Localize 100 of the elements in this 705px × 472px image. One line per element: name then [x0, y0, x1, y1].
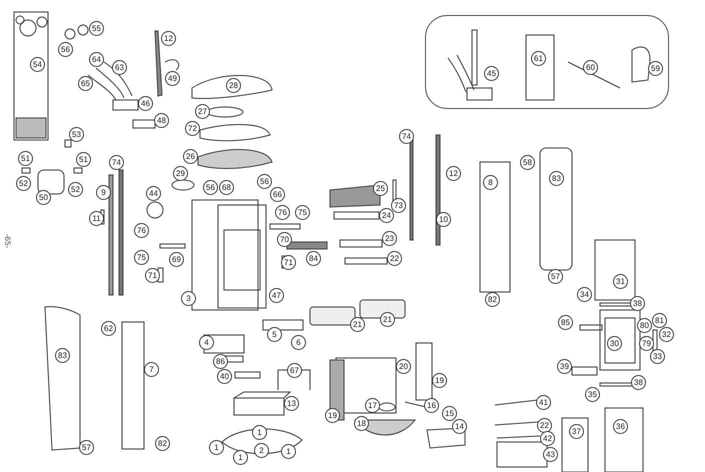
callout-number: 82	[485, 292, 500, 307]
callout-number: 72	[185, 121, 200, 136]
callout-number: 1	[281, 444, 296, 459]
callout-number: 86	[213, 354, 228, 369]
callout-number: 48	[154, 113, 169, 128]
callout-number: 73	[391, 198, 406, 213]
callout-number: 83	[549, 171, 564, 186]
callout-number: 2	[254, 443, 269, 458]
callout-number: 55	[89, 21, 104, 36]
callout-number: 18	[354, 416, 369, 431]
callout-number: 68	[219, 180, 234, 195]
callout-number: 60	[583, 60, 598, 75]
callout-number: 12	[161, 31, 176, 46]
callout-number: 40	[217, 369, 232, 384]
callout-number: 37	[569, 424, 584, 439]
callout-number: 4	[199, 335, 214, 350]
callout-number: 56	[58, 42, 73, 57]
callout-number: 3	[181, 291, 196, 306]
callout-number: 85	[558, 315, 573, 330]
callout-number: 33	[650, 349, 665, 364]
page-number: -65-	[2, 234, 14, 248]
callout-number: 21	[380, 312, 395, 327]
callout-number: 25	[373, 181, 388, 196]
callout-number: 20	[396, 359, 411, 374]
callout-number: 10	[436, 212, 451, 227]
callout-number: 53	[69, 127, 84, 142]
callout-number: 81	[652, 313, 667, 328]
callout-number: 6	[291, 335, 306, 350]
callout-number: 74	[399, 129, 414, 144]
callout-number: 70	[277, 232, 292, 247]
callout-number: 28	[226, 78, 241, 93]
callout-number: 57	[548, 269, 563, 284]
callout-number: 84	[306, 251, 321, 266]
callout-number: 41	[536, 395, 551, 410]
callout-number: 82	[155, 436, 170, 451]
callout-number: 17	[365, 398, 380, 413]
callout-number: 57	[79, 440, 94, 455]
callout-number: 8	[483, 175, 498, 190]
callout-number: 13	[284, 396, 299, 411]
callout-number: 34	[577, 287, 592, 302]
callout-number: 69	[169, 252, 184, 267]
callout-number: 49	[165, 71, 180, 86]
callout-number: 32	[659, 327, 674, 342]
callout-number: 31	[613, 274, 628, 289]
callout-number: 80	[637, 318, 652, 333]
callout-number: 58	[520, 155, 535, 170]
callout-number: 67	[287, 363, 302, 378]
callout-number: 51	[76, 152, 91, 167]
callout-number: 22	[387, 251, 402, 266]
callout-number: 42	[540, 431, 555, 446]
callout-number: 19	[325, 408, 340, 423]
callout-number: 75	[295, 205, 310, 220]
callout-number: 83	[55, 348, 70, 363]
callout-number: 11	[89, 211, 104, 226]
callout-number: 76	[275, 205, 290, 220]
callout-number: 9	[96, 185, 111, 200]
callout-number: 27	[195, 104, 210, 119]
callout-number: 1	[209, 440, 224, 455]
callout-number: 21	[350, 317, 365, 332]
accessory-panel	[425, 15, 669, 109]
callout-number: 24	[379, 208, 394, 223]
callout-number: 39	[557, 359, 572, 374]
callout-number: 56	[257, 174, 272, 189]
callout-number: 45	[484, 66, 499, 81]
callout-number: 1	[252, 425, 267, 440]
callout-number: 76	[134, 223, 149, 238]
callout-number: 79	[639, 336, 654, 351]
callout-number: 51	[18, 151, 33, 166]
callout-number: 14	[452, 419, 467, 434]
callout-number: 15	[442, 406, 457, 421]
callout-number: 23	[382, 231, 397, 246]
callout-number: 75	[134, 250, 149, 265]
callout-number: 16	[424, 398, 439, 413]
callout-number: 71	[145, 268, 160, 283]
callout-number: 59	[648, 61, 663, 76]
callout-number: 50	[36, 190, 51, 205]
callout-number: 65	[78, 76, 93, 91]
callout-number: 74	[109, 155, 124, 170]
callout-number: 38	[630, 296, 645, 311]
callout-number: 5	[267, 327, 282, 342]
callout-number: 22	[537, 418, 552, 433]
callout-number: 46	[138, 96, 153, 111]
callout-number: 7	[144, 362, 159, 377]
callout-number: 61	[531, 51, 546, 66]
callout-number: 43	[543, 447, 558, 462]
callout-number: 1	[233, 450, 248, 465]
callout-number: 54	[30, 57, 45, 72]
callout-number: 62	[101, 321, 116, 336]
callout-number: 38	[631, 375, 646, 390]
callout-number: 12	[446, 166, 461, 181]
callout-number: 52	[68, 182, 83, 197]
callout-number: 30	[607, 336, 622, 351]
callout-number: 19	[432, 373, 447, 388]
callout-number: 35	[585, 387, 600, 402]
callout-number: 29	[173, 166, 188, 181]
callout-number: 47	[269, 288, 284, 303]
callout-number: 26	[183, 149, 198, 164]
callout-number: 56	[203, 180, 218, 195]
callout-number: 71	[281, 255, 296, 270]
callout-number: 44	[146, 186, 161, 201]
